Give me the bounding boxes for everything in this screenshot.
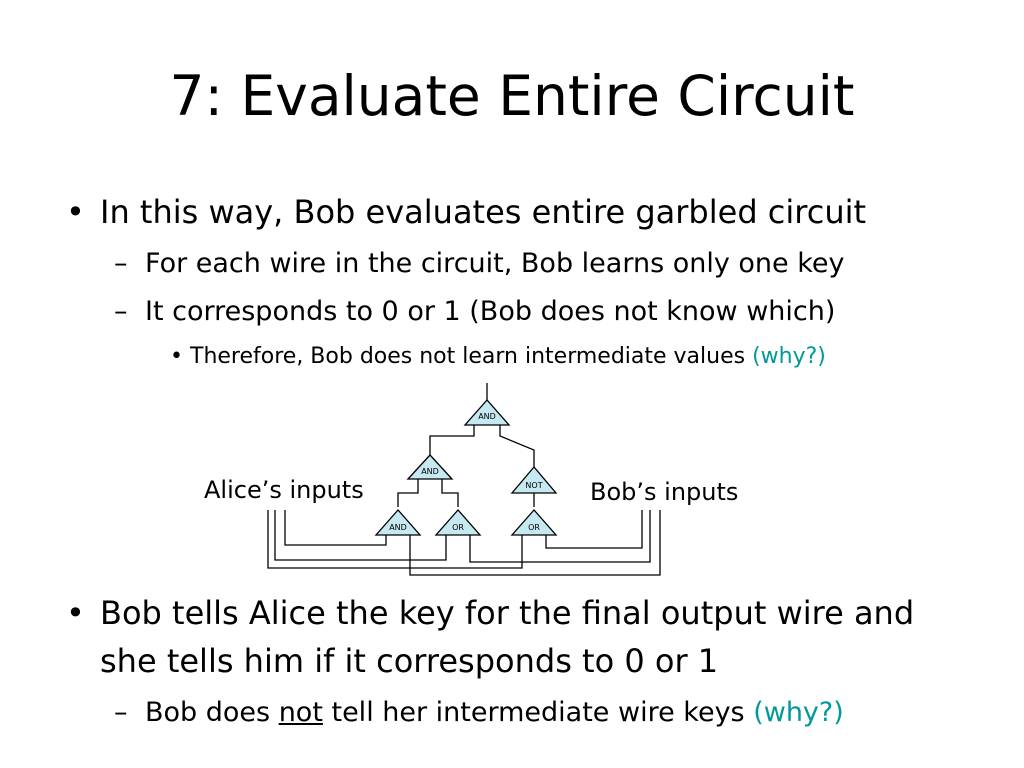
sub-sub-bullet-main: Therefore, Bob does not learn intermedia… xyxy=(190,344,753,369)
bullet-marker: • xyxy=(66,193,85,231)
not-gate xyxy=(510,465,558,494)
gate-label: OR xyxy=(528,523,540,532)
sub-bullet-3-post: tell her intermediate wire keys xyxy=(322,697,754,728)
sub-bullet-3-pre: Bob does xyxy=(145,697,279,728)
or-gate-bottom-mid xyxy=(434,509,482,536)
or-gate-bottom-right xyxy=(510,509,558,536)
bullet-2-line-1: Bob tells Alice the key for the final ou… xyxy=(100,594,915,632)
gate-label: NOT xyxy=(525,481,542,490)
bullet-marker: • xyxy=(66,594,85,632)
bullet-1-text: In this way, Bob evaluates entire garble… xyxy=(100,193,867,231)
gate-label: AND xyxy=(421,467,439,476)
wire xyxy=(284,510,387,546)
sub-bullet-marker: – xyxy=(114,248,128,279)
and-gate-mid-left xyxy=(406,454,454,480)
wire xyxy=(429,425,475,455)
sub-bullet-3-text: Bob does not tell her intermediate wire … xyxy=(145,696,844,730)
sub-sub-bullet-text: Therefore, Bob does not learn intermedia… xyxy=(190,343,826,371)
emphasis-not: not xyxy=(278,697,323,728)
slide-title: 7: Evaluate Entire Circuit xyxy=(169,64,855,128)
sub-bullet-1-text: For each wire in the circuit, Bob learns… xyxy=(145,248,845,279)
sub-bullet-marker: – xyxy=(114,697,128,728)
sub-bullet-2-text: It corresponds to 0 or 1 (Bob does not k… xyxy=(145,296,836,327)
sub-bullet-marker: – xyxy=(114,296,128,327)
and-gate-bottom-left xyxy=(374,509,422,536)
alice-inputs-label: Alice’s inputs xyxy=(204,476,364,504)
wire xyxy=(267,510,523,569)
and-gate-top xyxy=(463,399,511,426)
sub-sub-bullet-marker: • xyxy=(170,344,183,369)
why-link: (why?) xyxy=(753,697,844,728)
gate-label: AND xyxy=(389,523,407,532)
wire xyxy=(499,425,535,467)
wire xyxy=(469,510,651,563)
gate-label: OR xyxy=(452,523,464,532)
wire xyxy=(409,510,661,576)
why-link: (why?) xyxy=(752,344,826,369)
wire xyxy=(441,479,459,507)
bullet-2-line-2: she tells him if it corresponds to 0 or … xyxy=(100,642,719,680)
gate-label: AND xyxy=(478,412,496,421)
wire xyxy=(274,510,447,561)
bob-inputs-label: Bob’s inputs xyxy=(590,478,739,506)
wire xyxy=(397,479,419,507)
wire xyxy=(545,510,643,549)
